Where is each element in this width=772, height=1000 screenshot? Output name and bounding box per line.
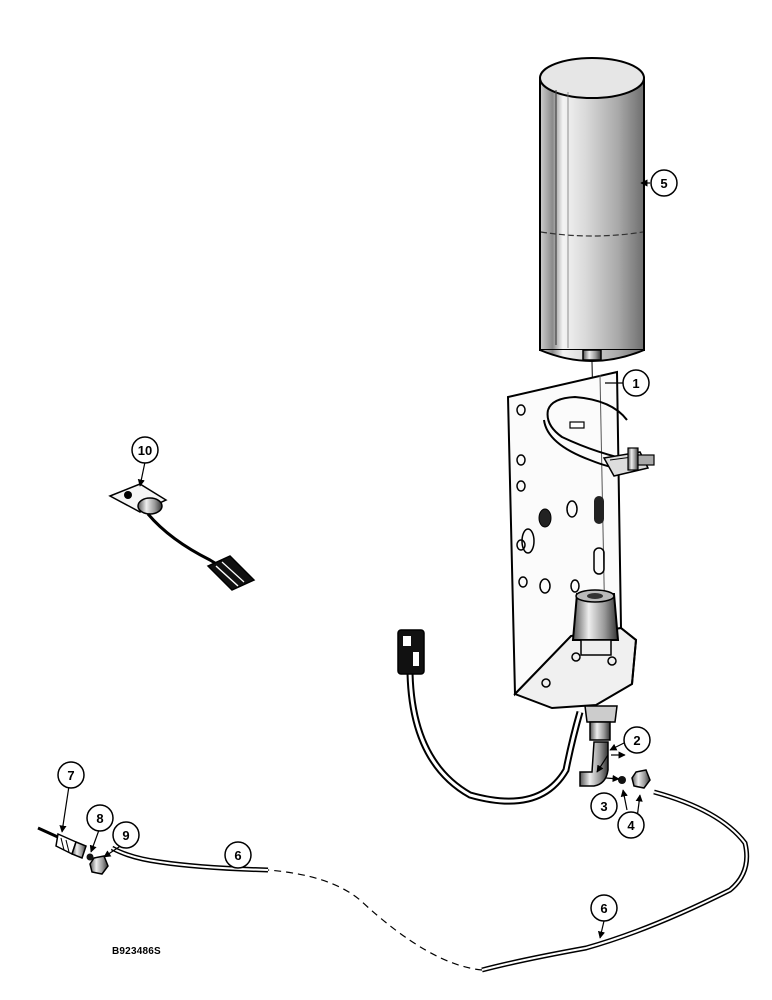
sensor-fitting xyxy=(37,826,87,859)
o-ring xyxy=(86,853,94,861)
callout-label: 2 xyxy=(633,733,640,748)
bracket-hole xyxy=(607,656,617,666)
elbow-fitting xyxy=(579,741,609,787)
bracket-hole xyxy=(516,454,526,466)
hose-nut xyxy=(89,855,109,875)
bracket-hole xyxy=(516,404,526,416)
figure-id: B923486S xyxy=(112,946,161,957)
callout-label: 4 xyxy=(627,818,635,833)
callout-label: 3 xyxy=(600,799,607,814)
bracket-hole xyxy=(539,578,551,594)
callout-7: 7 xyxy=(57,761,85,789)
bracket-hole xyxy=(521,528,535,554)
bracket-slot xyxy=(593,547,605,575)
bracket-hole xyxy=(566,500,578,518)
bracket-hole xyxy=(518,576,528,588)
clamp-band xyxy=(543,395,655,477)
o-ring xyxy=(618,776,626,784)
refrigerant-line xyxy=(110,789,750,973)
callout-label: 10 xyxy=(138,443,152,458)
bracket-slot xyxy=(594,496,604,524)
switch-fitting xyxy=(571,589,620,741)
callout-6-right: 6 xyxy=(590,894,618,922)
callout-2: 2 xyxy=(623,726,651,754)
callout-label: 6 xyxy=(234,848,241,863)
callout-9: 9 xyxy=(112,821,140,849)
hose-nut xyxy=(631,769,651,789)
bracket-hole xyxy=(570,579,580,593)
callout-label: 7 xyxy=(67,768,74,783)
leader-lines xyxy=(59,179,650,939)
callout-6-left: 6 xyxy=(224,841,252,869)
callout-label: 1 xyxy=(632,376,639,391)
bracket-hole xyxy=(538,508,552,528)
bracket-hole xyxy=(571,652,581,662)
mounting-bracket xyxy=(506,370,638,710)
bracket-slot xyxy=(569,421,585,429)
bracket-hole xyxy=(541,678,551,688)
callout-4: 4 xyxy=(617,811,645,839)
bracket-hole xyxy=(516,539,526,551)
switch-harness xyxy=(397,629,584,805)
callout-5: 5 xyxy=(650,169,678,197)
callout-3: 3 xyxy=(590,792,618,820)
receiver-drier xyxy=(539,57,645,362)
temperature-switch xyxy=(108,483,256,591)
callout-label: 5 xyxy=(660,176,667,191)
callout-8: 8 xyxy=(86,804,114,832)
callout-label: 6 xyxy=(600,901,607,916)
callout-label: 8 xyxy=(96,811,103,826)
callout-1: 1 xyxy=(622,369,650,397)
bracket-hole xyxy=(516,480,526,492)
callout-label: 9 xyxy=(122,828,129,843)
callout-10: 10 xyxy=(131,436,159,464)
